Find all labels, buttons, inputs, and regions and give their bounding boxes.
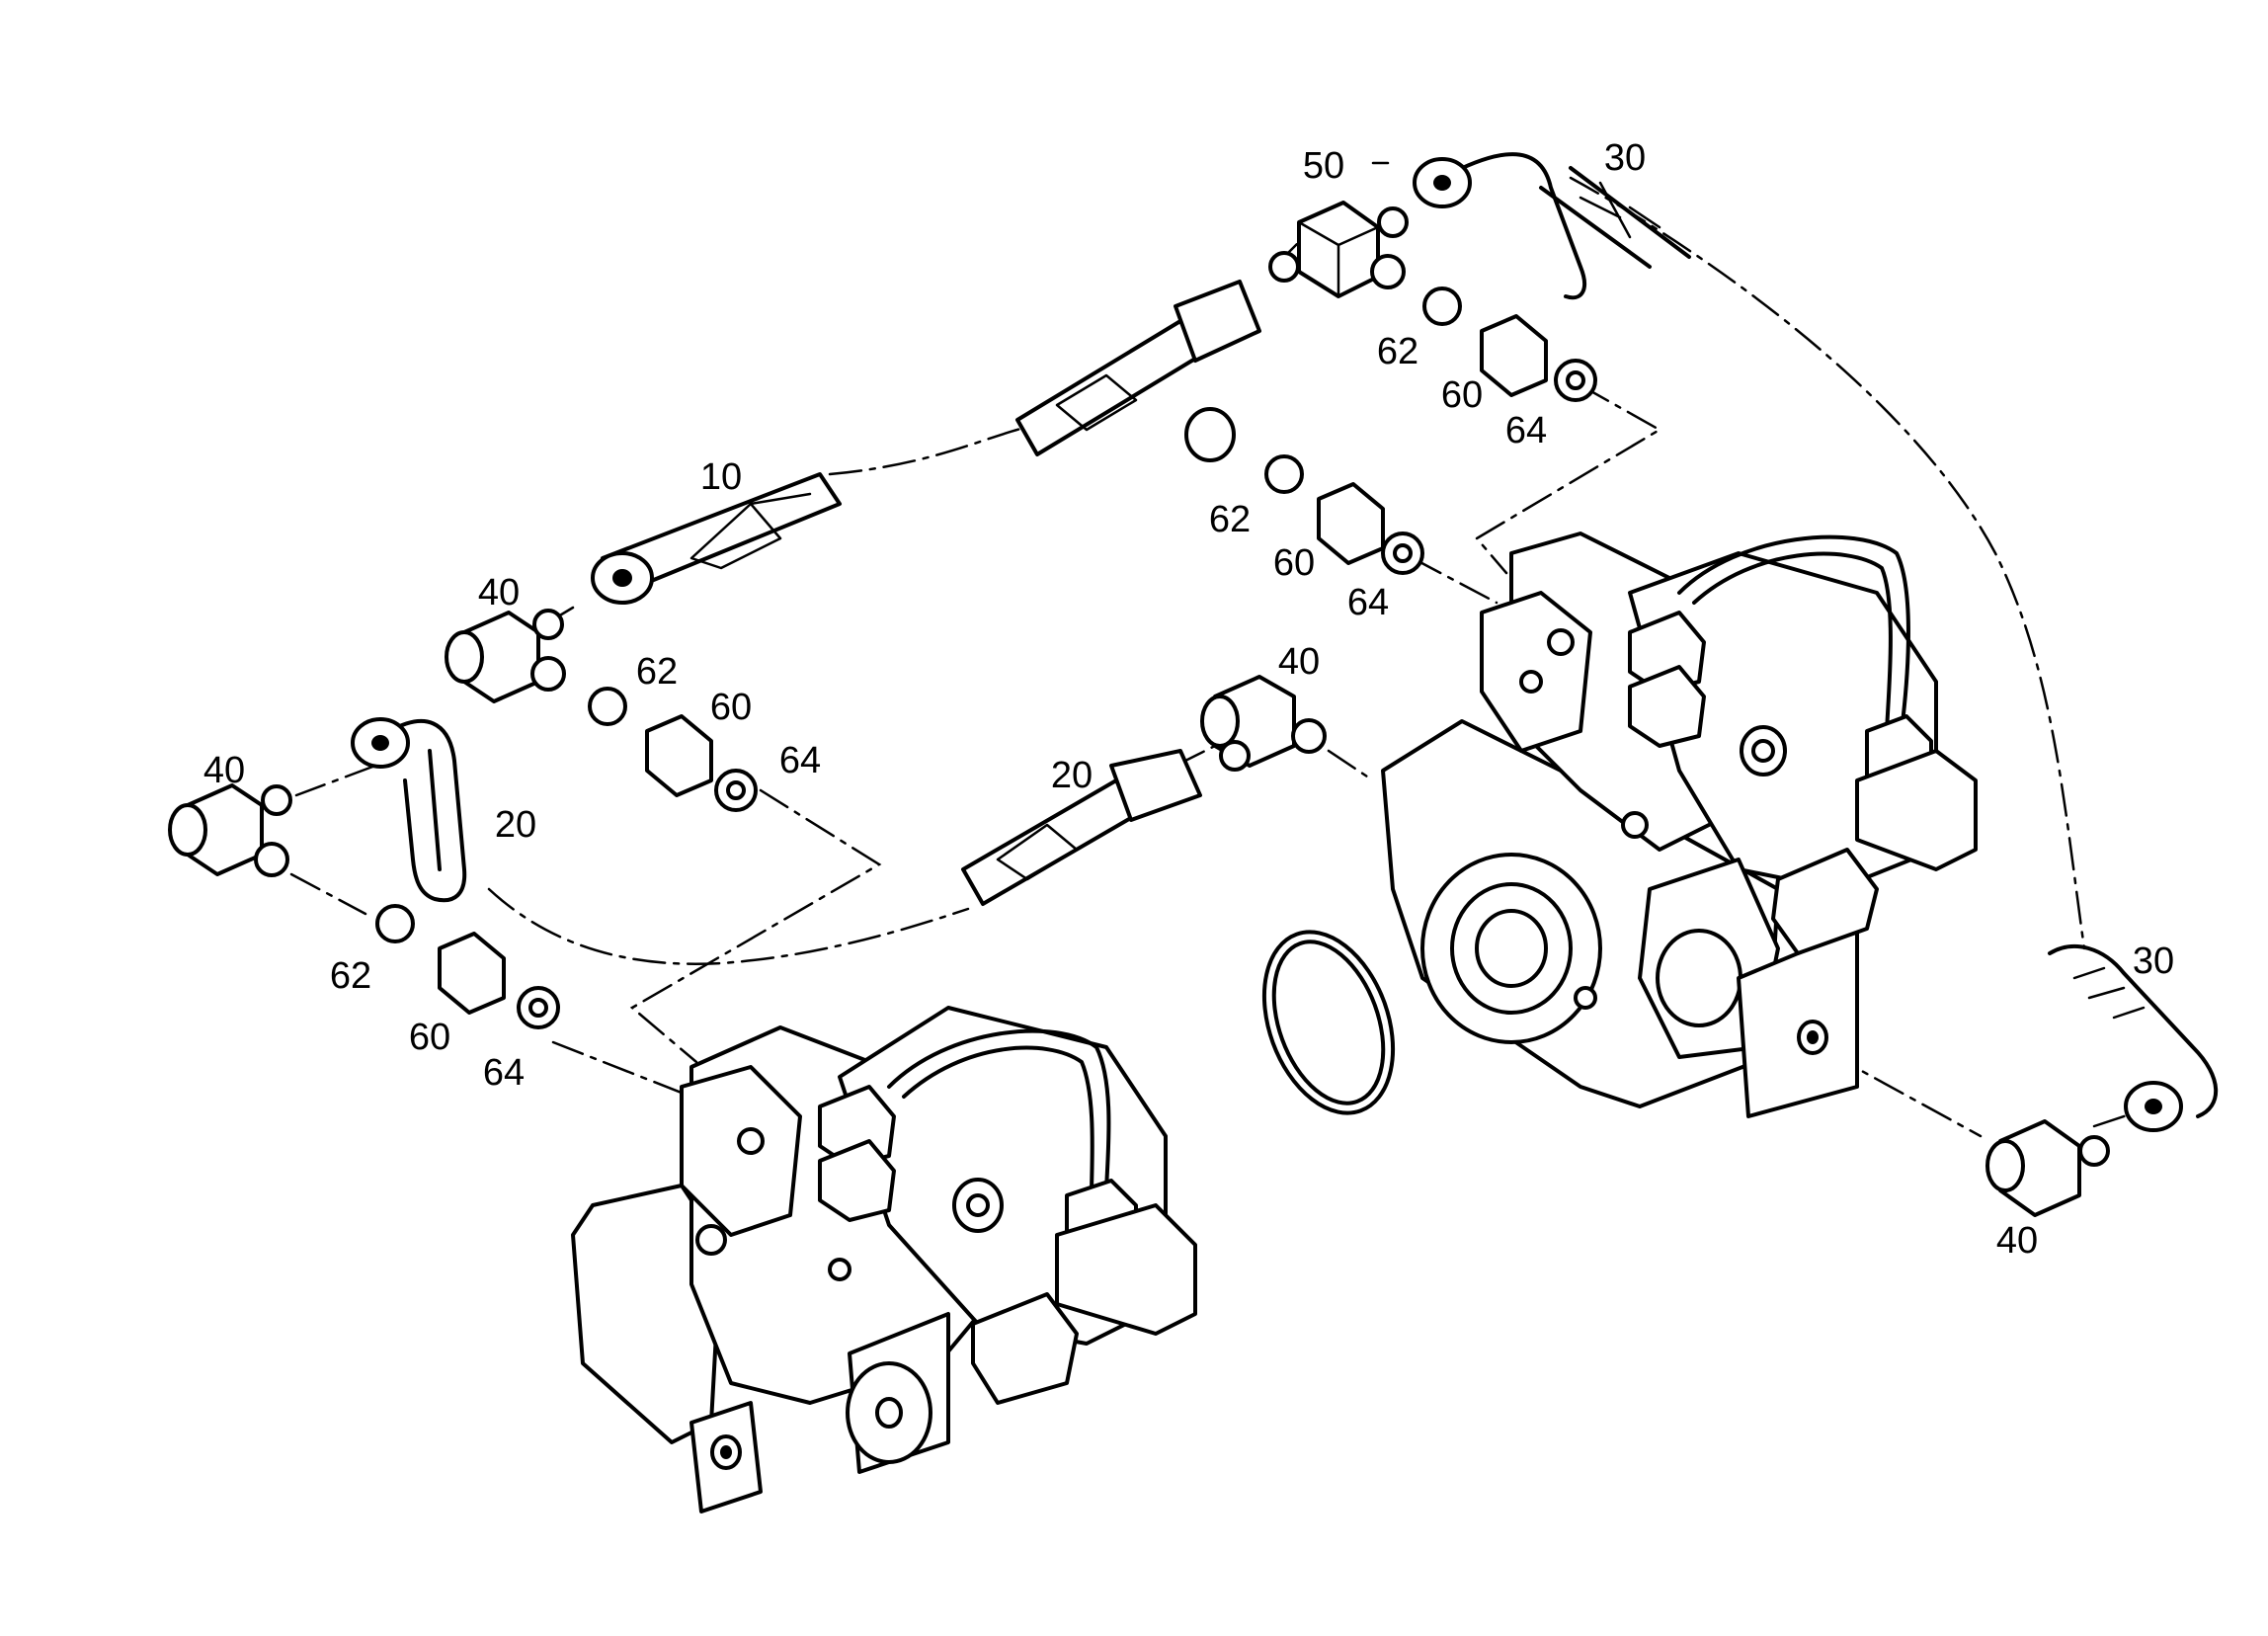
- callout-20-left: 20: [495, 804, 536, 846]
- hose-30-top: [1413, 152, 1691, 300]
- elbow-fitting-40-a: [445, 609, 566, 703]
- callout-20-middle: 20: [1051, 755, 1093, 796]
- hose-30-right: [2048, 943, 2219, 1132]
- callout-60-mid-right: 60: [1273, 542, 1315, 584]
- pump-assembly-left: [571, 1006, 1197, 1513]
- fitting-set-top-right: [1422, 286, 1597, 402]
- fitting-set-middle-left: [588, 687, 758, 812]
- callout-60-top: 60: [1441, 374, 1483, 416]
- callout-30-right: 30: [2133, 941, 2174, 982]
- hose-10: [591, 280, 1261, 605]
- elbow-fitting-40-c: [168, 783, 292, 877]
- elbow-fitting-40-b: [1200, 675, 1327, 772]
- callout-30-top: 30: [1604, 137, 1646, 179]
- callout-64-lower-left: 64: [483, 1052, 525, 1094]
- callout-62-lower-left: 62: [330, 955, 371, 997]
- tee-fitting-50: [1268, 201, 1409, 298]
- callout-60-lower-left: 60: [409, 1017, 450, 1058]
- callout-labels: 50 30 62 60 64 10 62 60 64 40 62 60 64 4…: [203, 137, 2174, 1262]
- hose-20-left: [351, 717, 467, 903]
- elbow-fitting-40-d: [1985, 1119, 2110, 1217]
- fitting-set-lower-left: [375, 904, 560, 1029]
- callout-40-left: 40: [203, 750, 245, 791]
- callout-60-mid-left: 60: [710, 687, 752, 728]
- callout-50: 50: [1303, 145, 1344, 187]
- callout-62-mid-right: 62: [1209, 499, 1251, 540]
- pump-assembly-right: [1381, 532, 1978, 1118]
- callout-62-top: 62: [1377, 331, 1418, 372]
- fitting-set-middle-right: [1184, 407, 1424, 575]
- o-ring: [1261, 930, 1396, 1115]
- callout-64-mid-left: 64: [779, 740, 821, 781]
- callout-64-mid-right: 64: [1347, 582, 1389, 623]
- hose-20-middle: [961, 749, 1202, 906]
- callout-62-mid-left: 62: [636, 651, 678, 693]
- callout-64-top: 64: [1505, 410, 1547, 451]
- callout-10: 10: [700, 456, 742, 498]
- callout-40-upper-left: 40: [478, 572, 520, 614]
- callout-40-middle: 40: [1278, 641, 1320, 683]
- callout-40-lower-right: 40: [1996, 1220, 2038, 1262]
